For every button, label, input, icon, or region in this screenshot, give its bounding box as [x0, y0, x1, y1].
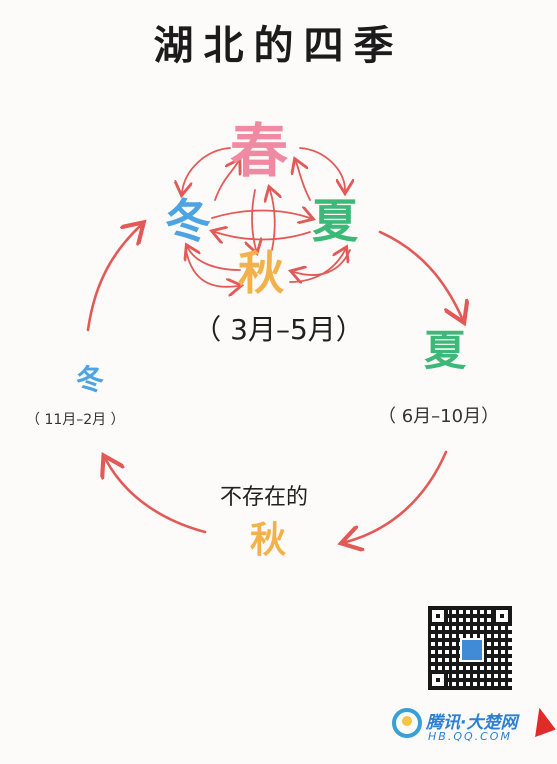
- arrow-cycle-spring: [86, 226, 140, 332]
- qr-finder-top-right: [492, 606, 512, 626]
- arrow-autumn-summer: [289, 250, 345, 283]
- brand-name: 腾讯·大楚网: [426, 713, 518, 733]
- tencent-logo-icon: [392, 708, 422, 738]
- brand-domain: HB.QQ.COM: [428, 730, 512, 743]
- qr-finder-bottom-left: [428, 670, 448, 690]
- qr-finder-top-left: [428, 606, 448, 626]
- arrow-cycle-autumn: [346, 450, 448, 542]
- autumn-center-label: 秋: [238, 246, 284, 300]
- summer-center-label: 夏: [312, 194, 358, 248]
- arrow-spring-winter: [182, 147, 231, 192]
- arrow-autumn-spring-b: [270, 190, 275, 251]
- autumn-label: 秋: [250, 520, 287, 561]
- arrow-autumn-winter: [188, 248, 241, 271]
- summer-label: 夏: [424, 326, 467, 375]
- qr-center-logo: [460, 638, 484, 662]
- qr-code-icon: [428, 606, 512, 690]
- arrow-cycle-winter: [106, 460, 207, 534]
- red-flag-icon: [526, 705, 556, 737]
- winter-center-label: 冬: [165, 194, 211, 248]
- winter-label: 冬: [76, 363, 105, 396]
- arrow-spring-summer: [299, 147, 345, 190]
- summer-month-range: （ 6月–10月）: [378, 406, 500, 427]
- winter-month-range: （ 11月–2月 ）: [26, 412, 125, 428]
- page-title: 湖北的四季: [153, 23, 404, 69]
- brand-watermark: 腾讯·大楚网 HB.QQ.COM: [392, 705, 557, 756]
- arrow-spring-autumn-a: [252, 189, 256, 250]
- arrow-winter-summer: [211, 211, 310, 219]
- spring-center-label: 春: [230, 117, 289, 185]
- arrow-winter-autumn: [185, 249, 238, 287]
- arrow-summer-autumn: [294, 249, 351, 275]
- arrow-cycle-summer: [378, 230, 462, 318]
- arrow-winter-spring: [214, 162, 238, 201]
- autumn-prefix-label: 不存在的: [220, 485, 309, 510]
- spring-month-range: （ 3月–5月）: [193, 313, 364, 346]
- arrow-summer-spring: [296, 162, 311, 201]
- arrow-summer-winter: [215, 232, 311, 240]
